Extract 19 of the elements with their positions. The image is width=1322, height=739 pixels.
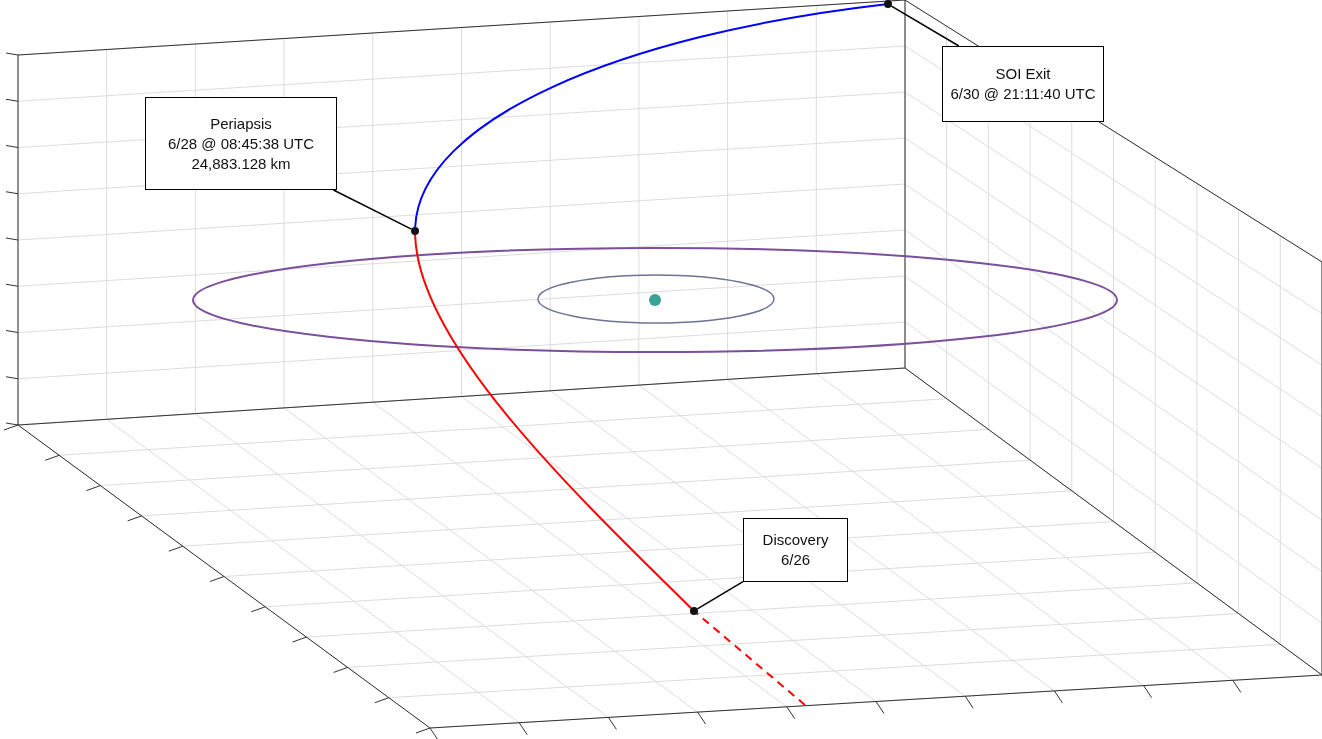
callout-box: [145, 97, 337, 190]
trajectory-line: [414, 234, 693, 610]
trajectory-line: [696, 612, 806, 706]
callout-box: [942, 46, 1104, 122]
trajectory-point: [411, 227, 419, 235]
callout-text: 24,883.128 km: [191, 153, 291, 174]
trajectory-point: [884, 0, 892, 8]
callout-text: Discovery: [762, 530, 829, 550]
leader-line: [890, 5, 960, 47]
callout-text: 6/26: [780, 550, 811, 570]
leader-line: [332, 189, 413, 230]
callout-text: 6/28 @ 08:45:38 UTC: [167, 133, 315, 154]
callout-box: [743, 518, 848, 582]
callout-text: 6/30 @ 21:11:40 UTC: [950, 84, 1096, 104]
callout-text: SOI Exit: [995, 64, 1051, 84]
leader-line: [696, 580, 744, 610]
trajectory-point: [690, 607, 698, 615]
trajectory-line: [414, 3, 886, 228]
callout-text: Periapsis: [210, 113, 272, 134]
